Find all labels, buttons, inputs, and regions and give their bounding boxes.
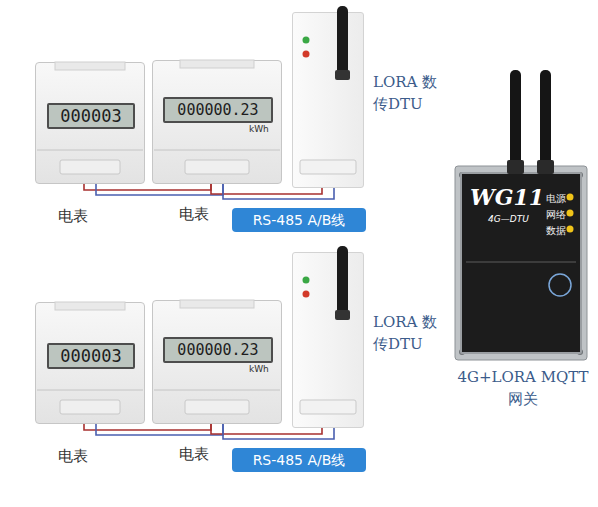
- meter-terminal: [185, 160, 249, 174]
- status-led: [567, 194, 574, 201]
- led-label: 电源: [546, 192, 566, 206]
- status-led: [567, 210, 574, 217]
- status-led: [303, 37, 310, 44]
- meter-step: [55, 62, 125, 70]
- device-label: LORA 数传DTU: [373, 311, 445, 355]
- terminal-block: [300, 400, 356, 414]
- antenna-base: [537, 160, 554, 174]
- lora-dtu: LORA 数传DTU: [292, 252, 364, 428]
- led-label: 网络: [546, 208, 566, 222]
- meter-cover-line: [154, 150, 280, 151]
- antenna: [510, 70, 521, 165]
- meter-terminal: [185, 400, 249, 414]
- meter-cover-line: [154, 390, 280, 391]
- antenna-base: [335, 310, 350, 320]
- status-led: [303, 277, 310, 284]
- rs485-wire: [211, 184, 334, 199]
- energy-meter: 000003电表: [35, 62, 145, 184]
- device-label: 电表: [58, 207, 88, 226]
- wire-conductor: [84, 424, 211, 430]
- antenna-base: [507, 160, 524, 174]
- wire-conductor: [211, 424, 322, 434]
- rs485-wire: [84, 184, 223, 195]
- terminal-block: [300, 160, 356, 174]
- unit-label: kWh: [249, 364, 269, 374]
- meter-terminal: [60, 400, 120, 414]
- energy-meter: 000003电表: [35, 302, 145, 424]
- meter-reading: 000000.23: [163, 337, 273, 363]
- model-name: WG11: [470, 184, 544, 210]
- unit-label: kWh: [249, 124, 269, 134]
- meter-step: [55, 302, 125, 310]
- wire-label: RS-485 A/B线: [232, 448, 366, 472]
- device-label: 电表: [179, 445, 209, 464]
- meter-cover-line: [37, 390, 143, 391]
- energy-meter: 000000.23kWh电表: [152, 60, 282, 184]
- status-led: [303, 51, 310, 58]
- wire-conductor: [96, 184, 223, 195]
- rs485-wire: [84, 424, 223, 435]
- model-subtitle: 4G—DTU: [488, 214, 529, 224]
- antenna: [337, 6, 348, 76]
- meter-cover-line: [37, 150, 143, 151]
- antenna-base: [335, 70, 350, 80]
- meter-terminal: [60, 160, 120, 174]
- logo-mark: [549, 274, 571, 296]
- antenna: [337, 246, 348, 316]
- status-led: [303, 291, 310, 298]
- antenna: [540, 70, 551, 165]
- status-led: [567, 226, 574, 233]
- wire-conductor: [223, 424, 334, 439]
- energy-meter: 000000.23kWh电表: [152, 300, 282, 424]
- device-label: 电表: [179, 205, 209, 224]
- wire-conductor: [96, 424, 223, 435]
- rs485-wire: [211, 424, 334, 439]
- panel-line: [466, 262, 576, 263]
- wire-conductor: [84, 184, 211, 190]
- meter-reading: 000003: [47, 343, 135, 369]
- device-label: LORA 数传DTU: [373, 71, 445, 115]
- meter-reading: 000003: [47, 103, 135, 129]
- wire-label: RS-485 A/B线: [232, 208, 366, 232]
- wire-conductor: [223, 184, 334, 199]
- meter-reading: 000000.23: [163, 97, 273, 123]
- wire-conductor: [211, 184, 322, 194]
- mqtt-gateway: WG114G—DTU电源网络数据4G+LORA MQTT网关: [460, 172, 582, 354]
- device-label: 电表: [58, 447, 88, 466]
- meter-step: [180, 300, 254, 308]
- meter-step: [180, 60, 254, 68]
- led-label: 数据: [546, 224, 566, 238]
- mounting-plate: [455, 166, 587, 360]
- device-label: 4G+LORA MQTT网关: [457, 366, 589, 410]
- lora-dtu: LORA 数传DTU: [292, 12, 364, 188]
